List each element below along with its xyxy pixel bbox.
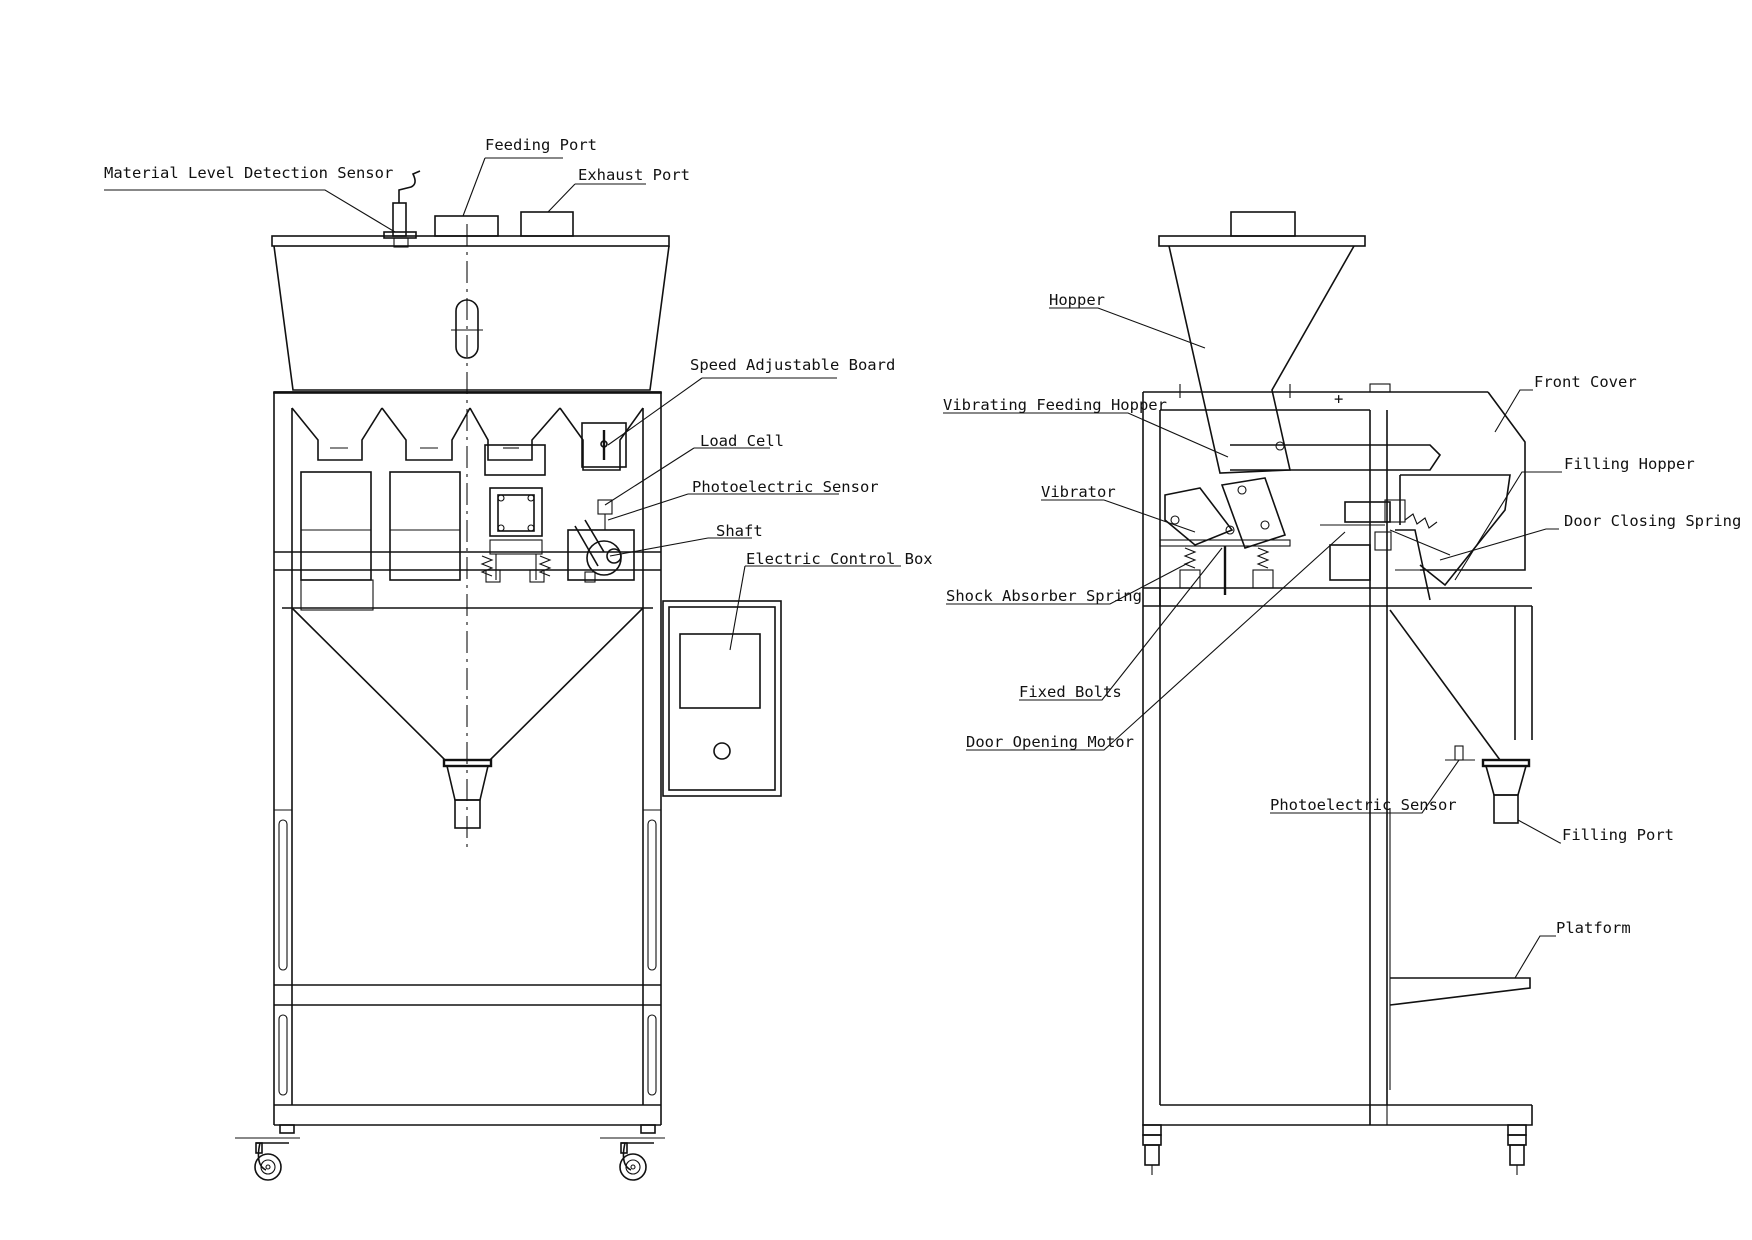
label-shock-absorber-spring: Shock Absorber Spring bbox=[946, 587, 1142, 605]
label-photoelectric-sensor-side: Photoelectric Sensor bbox=[1270, 796, 1457, 814]
label-vibrating-feeding-hopper: Vibrating Feeding Hopper bbox=[943, 396, 1167, 414]
filling-port bbox=[1445, 745, 1531, 824]
weigh-hoppers-row bbox=[291, 407, 644, 471]
speed-adjustable-board bbox=[581, 422, 627, 468]
door-opening-motor bbox=[1320, 499, 1406, 581]
front-cover bbox=[1395, 391, 1526, 571]
label-feeding-port: Feeding Port bbox=[485, 136, 597, 154]
chute bbox=[1389, 609, 1501, 761]
label-hopper: Hopper bbox=[1049, 291, 1105, 309]
label-shaft: Shaft bbox=[716, 522, 763, 540]
shaft-assembly bbox=[567, 499, 635, 583]
label-door-closing-spring: Door Closing Spring bbox=[1564, 512, 1741, 530]
electric-control-box bbox=[662, 600, 782, 797]
side-hopper bbox=[1168, 245, 1355, 474]
side-caster-right bbox=[1507, 1124, 1527, 1175]
front-storage-hopper bbox=[273, 245, 670, 391]
side-view: + bbox=[1142, 211, 1533, 1175]
platform bbox=[1389, 977, 1531, 1006]
front-frame bbox=[273, 391, 662, 1126]
front-lid bbox=[271, 235, 670, 247]
load-cell-assembly bbox=[480, 444, 552, 583]
front-caster-right bbox=[600, 1124, 665, 1181]
front-caster-left bbox=[235, 1124, 300, 1181]
side-feeding-port bbox=[1230, 211, 1296, 237]
filling-hopper bbox=[1389, 474, 1511, 601]
label-filling-hopper: Filling Hopper bbox=[1564, 455, 1695, 473]
weigh-buckets bbox=[300, 471, 461, 611]
label-electric-control-box: Electric Control Box bbox=[746, 550, 933, 568]
label-platform: Platform bbox=[1556, 919, 1631, 937]
exhaust-port-box bbox=[520, 211, 574, 237]
label-filling-port: Filling Port bbox=[1562, 826, 1674, 844]
label-material-level-sensor: Material Level Detection Sensor bbox=[104, 164, 393, 182]
vibrating-feeding-hopper bbox=[1230, 441, 1442, 471]
side-frame: + bbox=[1142, 383, 1533, 1126]
side-lid bbox=[1158, 235, 1366, 247]
label-load-cell: Load Cell bbox=[700, 432, 784, 450]
label-front-cover: Front Cover bbox=[1534, 373, 1637, 391]
front-discharge-cone bbox=[282, 607, 653, 829]
labels: Material Level Detection Sensor Feeding … bbox=[104, 136, 1741, 937]
vibrators bbox=[1159, 477, 1291, 549]
side-caster-left bbox=[1142, 1124, 1162, 1175]
label-photoelectric-sensor-front: Photoelectric Sensor bbox=[692, 478, 879, 496]
svg-text:+: + bbox=[1334, 390, 1343, 408]
label-fixed-bolts: Fixed Bolts bbox=[1019, 683, 1122, 701]
leaders bbox=[104, 157, 1562, 979]
label-exhaust-port: Exhaust Port bbox=[578, 166, 690, 184]
material-level-sensor-icon bbox=[383, 170, 421, 248]
label-door-opening-motor: Door Opening Motor bbox=[966, 733, 1134, 751]
front-view bbox=[235, 170, 782, 1181]
label-vibrator: Vibrator bbox=[1041, 483, 1116, 501]
label-speed-adjustable-board: Speed Adjustable Board bbox=[690, 356, 895, 374]
